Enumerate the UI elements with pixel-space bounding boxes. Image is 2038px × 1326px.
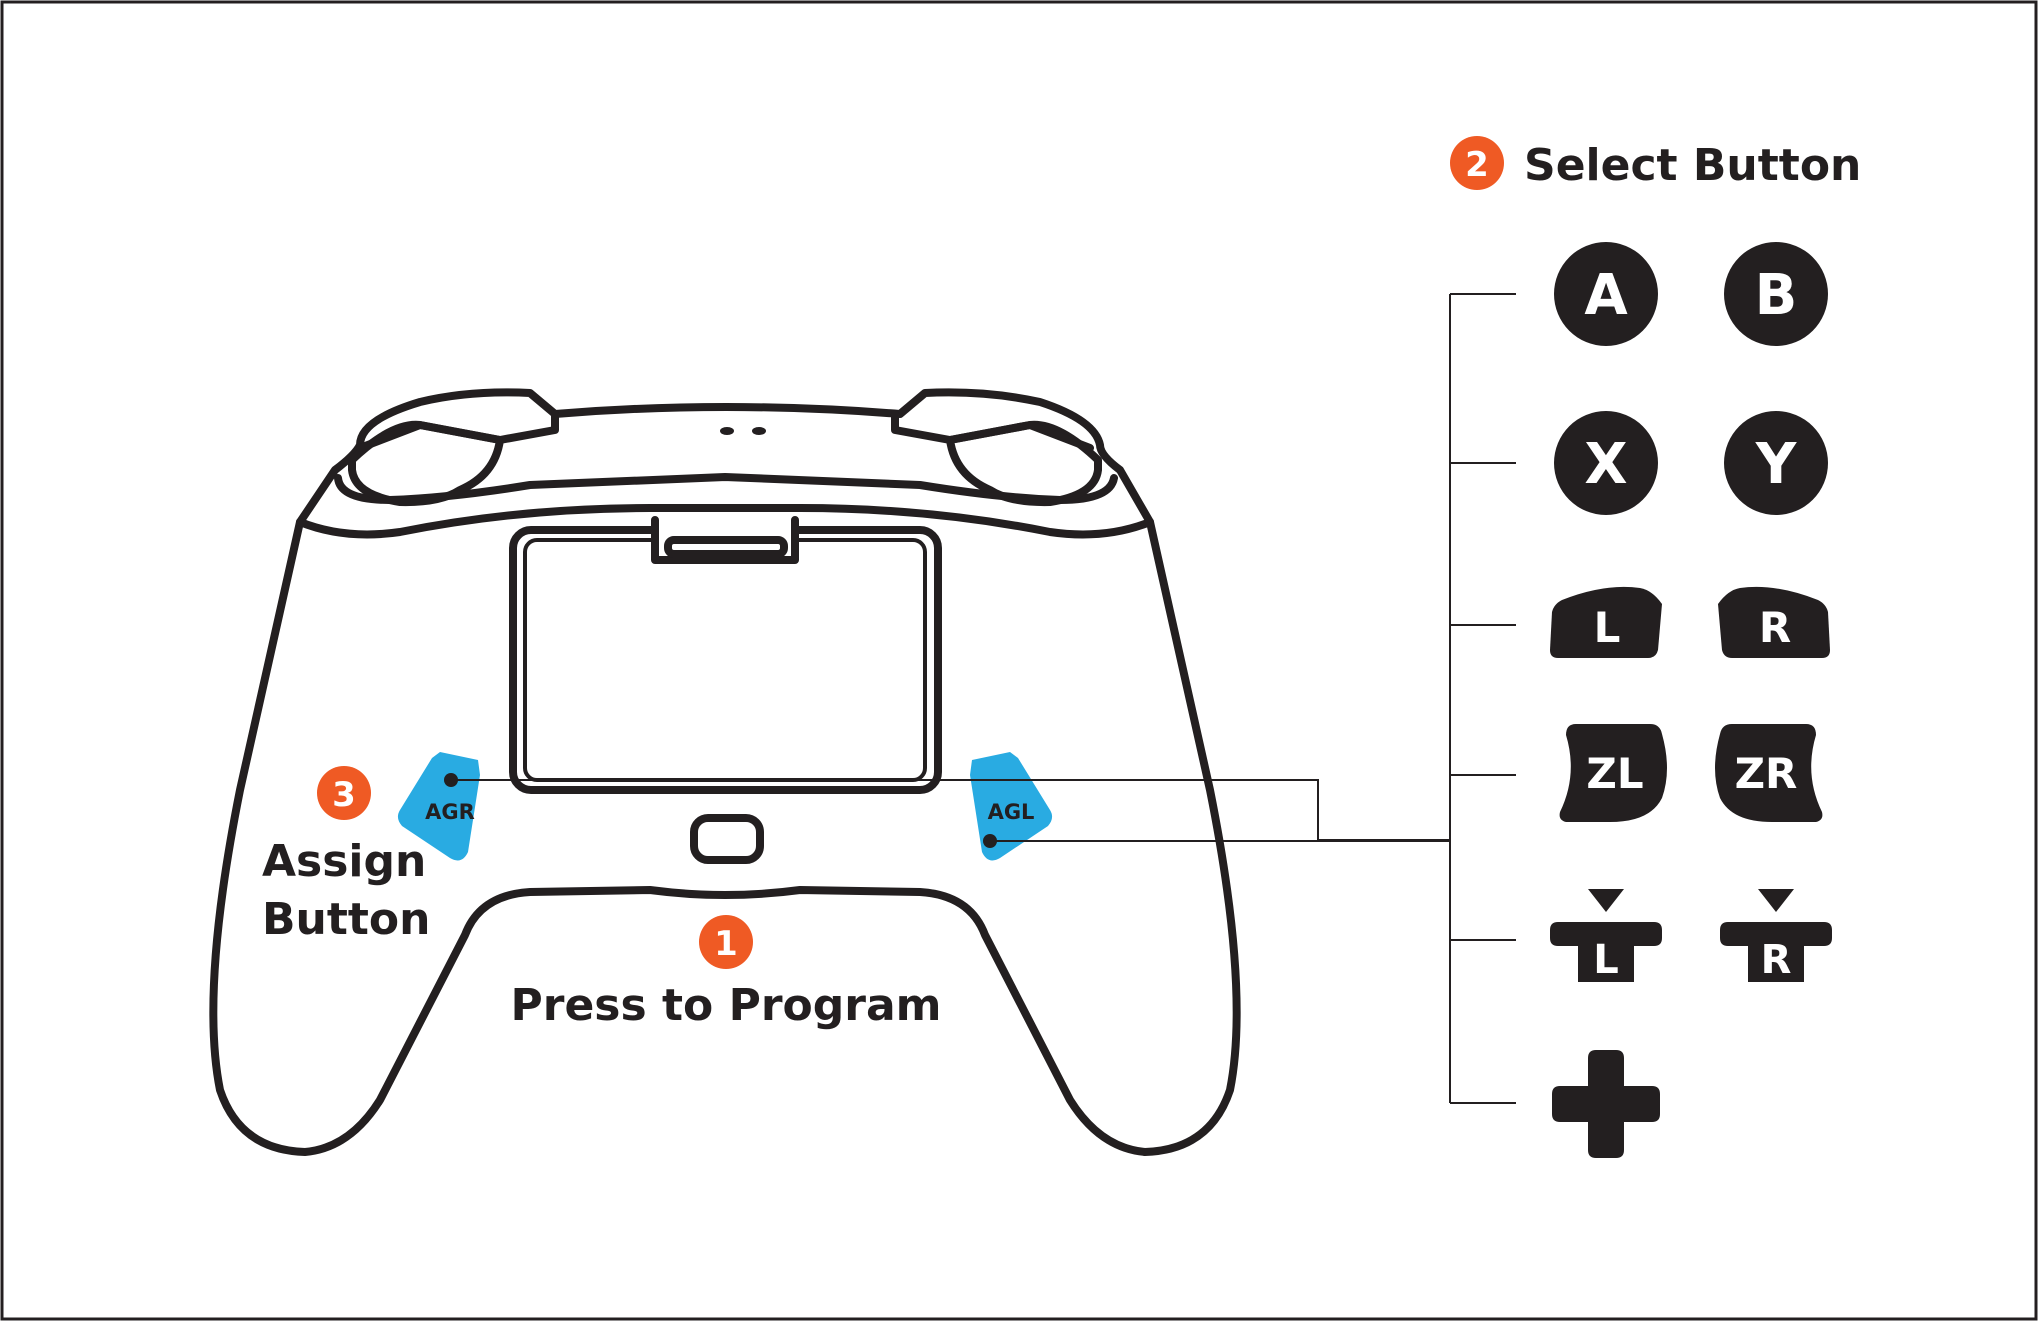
step-3: 3 Assign Button xyxy=(262,766,430,945)
step-1-badge xyxy=(699,915,753,969)
button-l-icon[interactable]: L xyxy=(1550,586,1662,658)
step-2: 2 Select Button xyxy=(1450,136,1861,191)
button-zr-label: ZR xyxy=(1735,749,1798,798)
paddle-agr-label: AGR xyxy=(425,800,475,824)
button-zr-icon[interactable]: ZR xyxy=(1715,724,1823,822)
button-b-label: B xyxy=(1755,263,1798,328)
button-r-icon[interactable]: R xyxy=(1718,586,1830,658)
button-y-icon[interactable]: Y xyxy=(1724,411,1828,515)
step-1-label: Press to Program xyxy=(511,980,942,1031)
paddle-agr-dot xyxy=(444,773,458,787)
button-a-icon[interactable]: A xyxy=(1554,242,1658,346)
step-2-label: Select Button xyxy=(1524,140,1861,191)
step-3-badge xyxy=(317,766,371,820)
button-r-stick-label: R xyxy=(1761,937,1792,983)
led-dot-left xyxy=(720,427,734,435)
paddle-agl-label: AGL xyxy=(988,800,1035,824)
step-2-badge xyxy=(1450,136,1504,190)
controller-outline xyxy=(209,388,1241,1156)
button-x-icon[interactable]: X xyxy=(1554,411,1658,515)
step-1-number: 1 xyxy=(714,924,738,964)
step-3-number: 3 xyxy=(332,775,356,815)
button-l-label: L xyxy=(1594,603,1621,652)
button-x-label: X xyxy=(1584,432,1627,497)
led-dot-right xyxy=(752,427,766,435)
l-stick-arrow-icon xyxy=(1588,889,1624,912)
connector-lines xyxy=(451,293,1516,1104)
r-stick-arrow-icon xyxy=(1758,889,1794,912)
button-r-label: R xyxy=(1759,603,1791,652)
step-1: 1 Press to Program xyxy=(511,915,942,1031)
step-3-label-line1: Assign xyxy=(262,836,426,887)
button-l-stick-icon[interactable]: L xyxy=(1550,889,1662,983)
button-a-label: A xyxy=(1584,263,1628,328)
button-b-icon[interactable]: B xyxy=(1724,242,1828,346)
button-r-stick-icon[interactable]: R xyxy=(1720,889,1832,983)
button-zl-label: ZL xyxy=(1586,749,1643,798)
button-l-stick-label: L xyxy=(1593,937,1619,983)
step-2-number: 2 xyxy=(1465,145,1489,185)
step-3-label-line2: Button xyxy=(262,894,430,945)
button-y-label: Y xyxy=(1755,432,1798,497)
dpad-icon[interactable] xyxy=(1552,1050,1660,1158)
paddle-agl-dot xyxy=(983,834,997,848)
button-zl-icon[interactable]: ZL xyxy=(1559,724,1667,822)
